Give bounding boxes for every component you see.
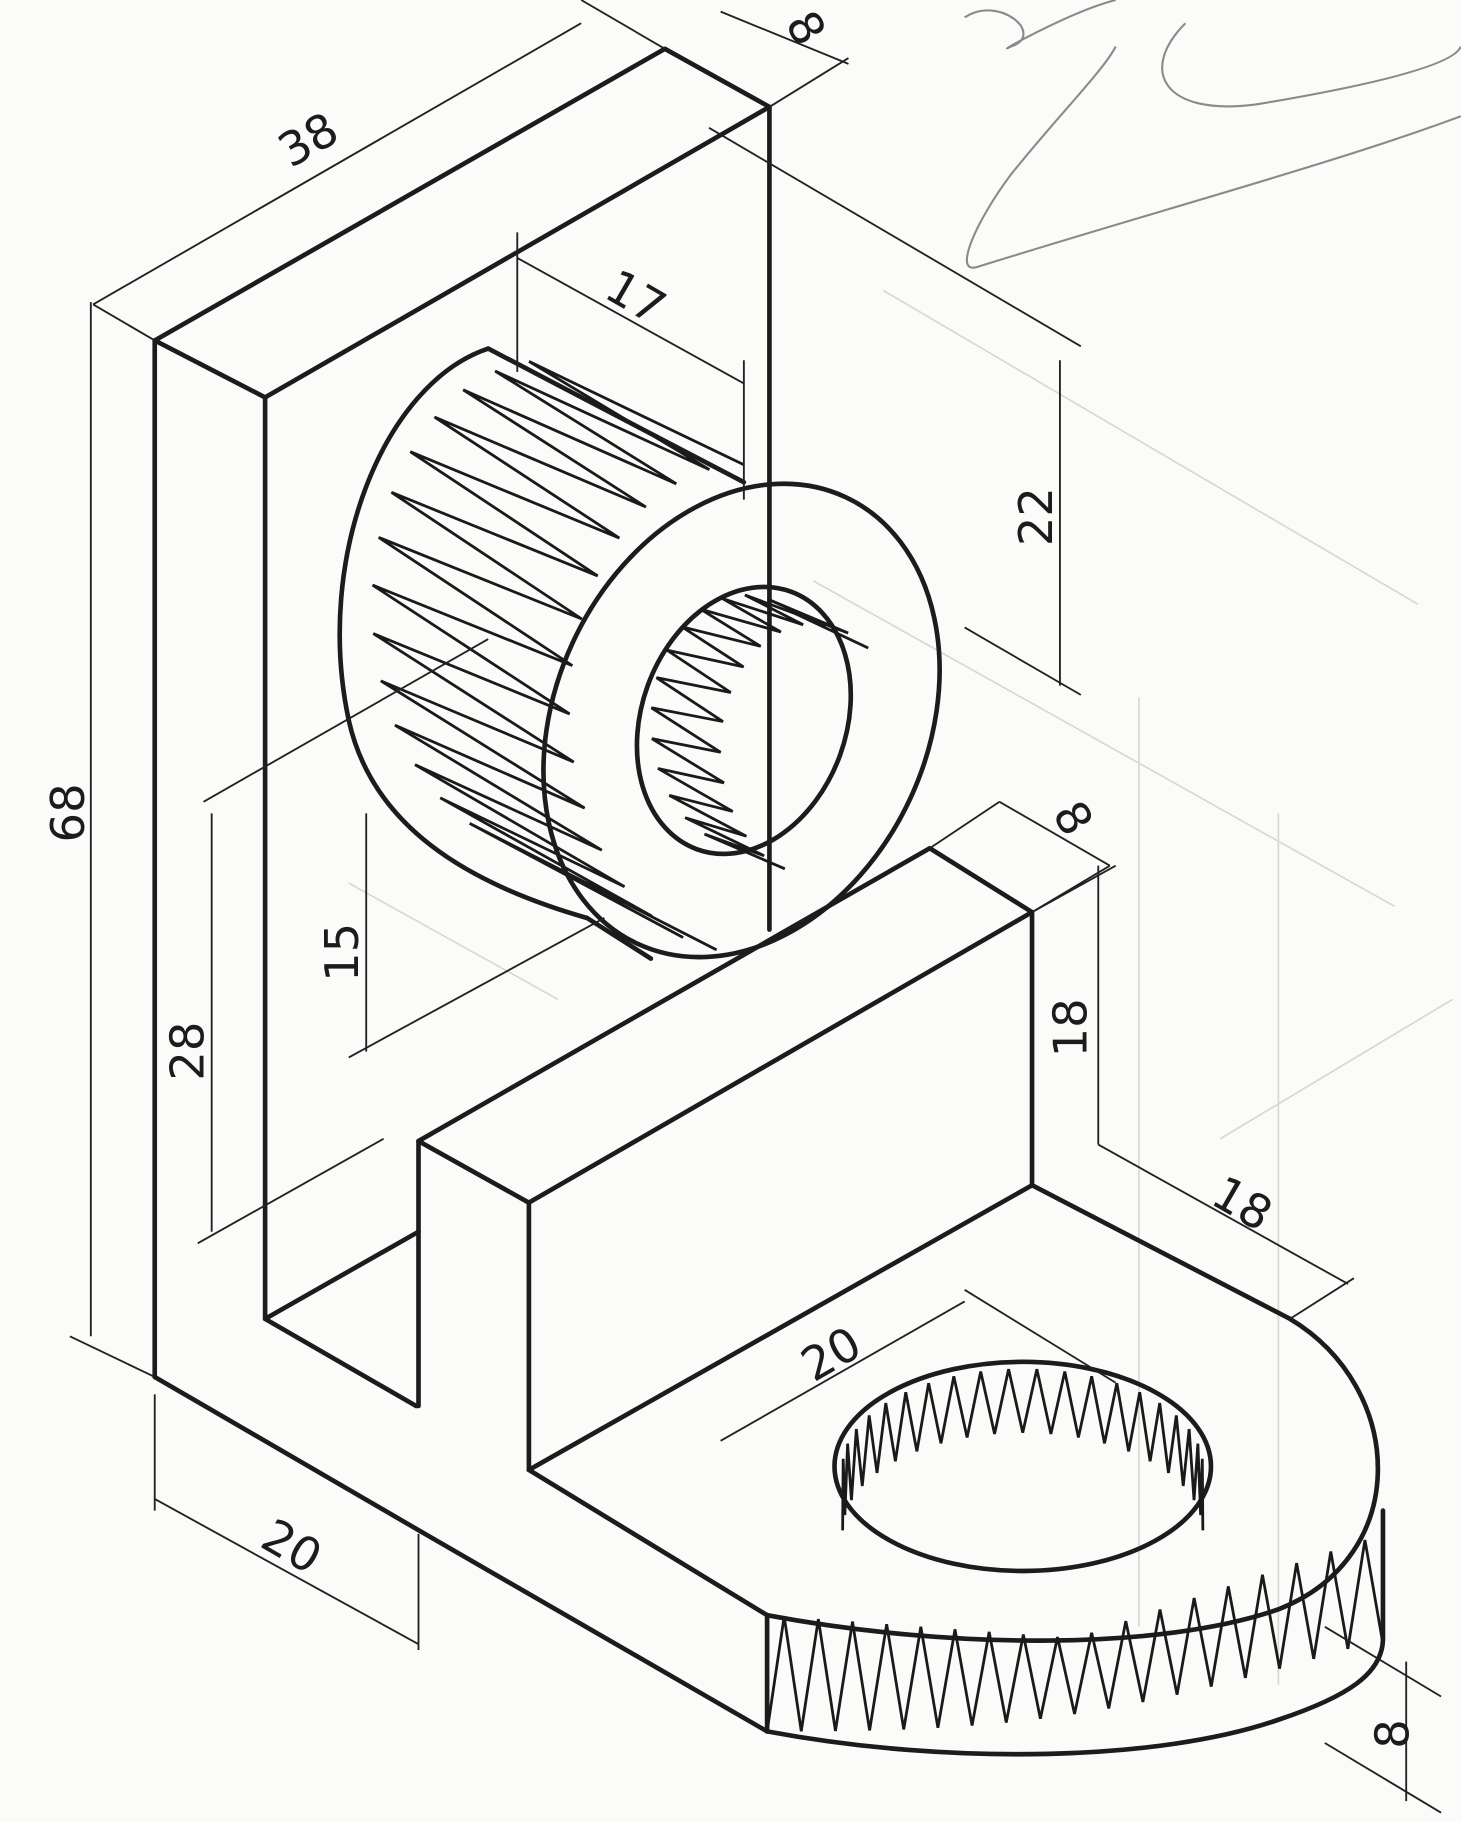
dim-18-base: 18 [1203, 1165, 1281, 1241]
dim-20-depth: 20 [253, 1508, 331, 1584]
hatch-line [371, 360, 745, 952]
dim-15: 15 [315, 923, 369, 982]
back-plate [152, 46, 772, 1534]
dimension-labels: 38 8 17 22 68 28 15 8 18 18 20 20 8 [41, 2, 1420, 1749]
dim-22: 22 [1009, 487, 1063, 546]
dim-20-hole: 20 [792, 1316, 870, 1392]
boss [337, 346, 942, 961]
boss-bore [634, 584, 854, 857]
hatch-line [650, 593, 869, 871]
dim-68: 68 [41, 783, 95, 842]
dim-18-rib: 18 [1044, 998, 1098, 1057]
dim-38: 38 [269, 102, 347, 178]
dim-28: 28 [161, 1022, 215, 1081]
rib [416, 845, 1035, 1473]
dim-8-base: 8 [1366, 1719, 1420, 1749]
hatch-line [765, 1539, 1384, 1732]
base-hole-hatching [841, 1368, 1205, 1531]
dim-17: 17 [597, 259, 675, 335]
background-ghost-lines [348, 289, 1454, 1685]
signature [964, 0, 1461, 269]
boss-bore-hatching [650, 593, 869, 871]
boss-front-face [541, 481, 942, 960]
base-hole [832, 1359, 1214, 1574]
hatch-line [841, 1368, 1205, 1531]
base [418, 1182, 1386, 1757]
dim-8-rib: 8 [1042, 792, 1104, 845]
boss-knurl-hatching [371, 360, 745, 952]
dimension-lines [69, 0, 1442, 1814]
base-knurl-hatching [765, 1539, 1384, 1732]
